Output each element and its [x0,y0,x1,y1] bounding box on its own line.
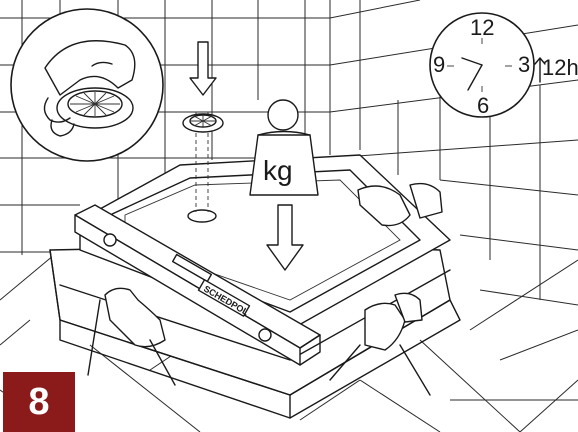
step-number: 8 [28,381,49,424]
weight-unit-label: kg [263,155,293,186]
clock-number-3: 3 [518,52,530,77]
drain-insert [183,42,223,132]
clock-duration-label: 12h [542,55,578,80]
clock-number-12: 12 [470,15,494,40]
clock-number-6: 6 [477,93,489,118]
hand-icon [365,303,405,350]
detail-inset [11,9,163,161]
step-number-badge: 8 [3,372,75,432]
clock-number-9: 9 [433,52,445,77]
